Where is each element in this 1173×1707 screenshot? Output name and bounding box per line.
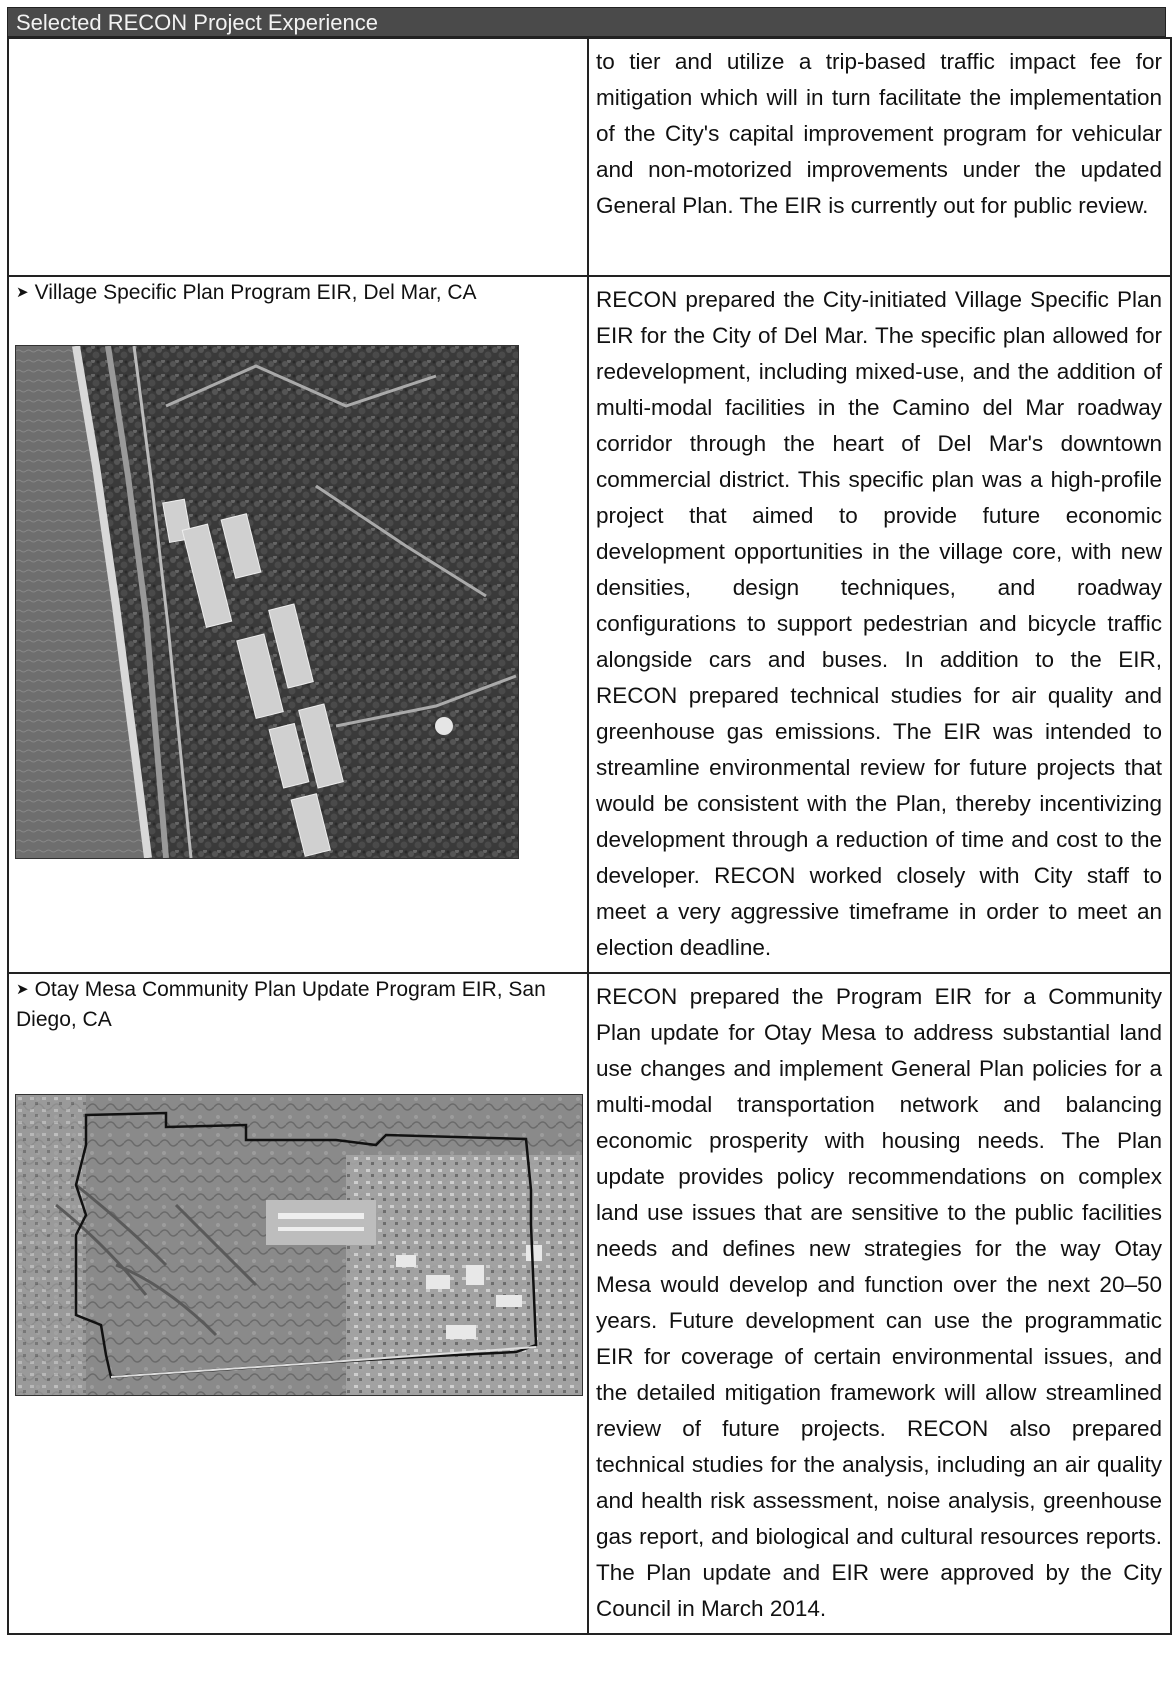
arrowhead-bullet-icon: ➤: [16, 284, 29, 301]
project-table: to tier and utilize a trip-based traffic…: [7, 37, 1172, 1635]
section-header: Selected RECON Project Experience: [7, 7, 1166, 37]
row-3-left-cell: ➤Otay Mesa Community Plan Update Program…: [7, 972, 589, 1635]
project-title: ➤Otay Mesa Community Plan Update Program…: [9, 974, 587, 1034]
row-2-right-cell: RECON prepared the City-initiated Villag…: [587, 275, 1172, 974]
document-page: Selected RECON Project Experience to tie…: [7, 7, 1172, 1707]
project-description: RECON prepared the Program EIR for a Com…: [596, 984, 1162, 1621]
table-row: ➤Otay Mesa Community Plan Update Program…: [7, 972, 1172, 1635]
row-1-left-cell: [7, 37, 589, 277]
table-row: ➤ Village Specific Plan Program EIR, Del …: [7, 275, 1172, 974]
project-description: RECON prepared the City-initiated Villag…: [596, 287, 1162, 960]
table-row: to tier and utilize a trip-based traffic…: [7, 37, 1172, 277]
project-description: to tier and utilize a trip-based traffic…: [596, 49, 1162, 218]
row-1-right-cell: to tier and utilize a trip-based traffic…: [587, 37, 1172, 277]
del-mar-aerial-photo: [15, 345, 519, 859]
project-title-text: Otay Mesa Community Plan Update Program …: [16, 978, 546, 1031]
arrowhead-bullet-icon: ➤: [16, 981, 29, 998]
project-title: ➤ Village Specific Plan Program EIR, Del …: [9, 277, 587, 309]
row-3-right-cell: RECON prepared the Program EIR for a Com…: [587, 972, 1172, 1635]
project-title-text: Village Specific Plan Program EIR, Del M…: [34, 281, 477, 304]
row-2-left-cell: ➤ Village Specific Plan Program EIR, Del …: [7, 275, 589, 974]
otay-mesa-aerial-photo: [15, 1094, 583, 1396]
